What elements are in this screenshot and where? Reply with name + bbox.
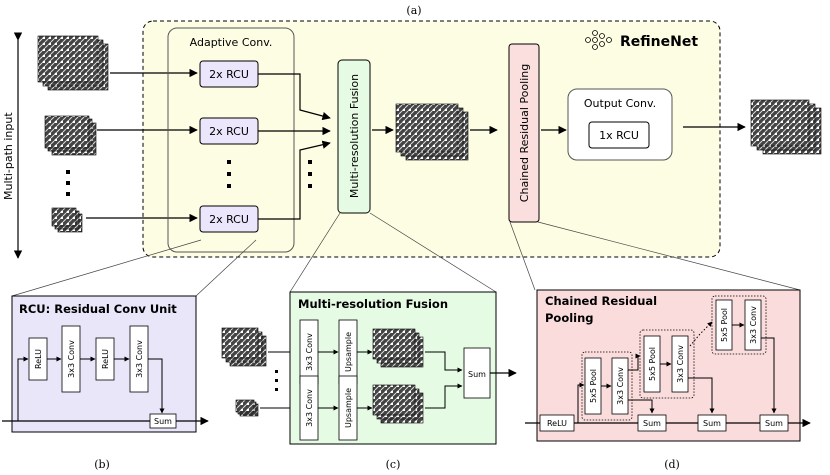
crp-pool-2-label: 5x5 Pool <box>648 347 657 381</box>
mrf-upsample-1-label: Upsample <box>344 332 353 372</box>
crp-sum-2-label: Sum <box>703 419 721 428</box>
rcu-conv-1-label: 3x3 Conv <box>67 340 76 378</box>
rcu-box-1-label: 2x RCU <box>209 68 249 81</box>
adaptive-conv-label: Adaptive Conv. <box>190 36 273 49</box>
crp-pool-1-label: 5x5 Pool <box>589 369 598 403</box>
output-conv-label: Output Conv. <box>584 97 656 110</box>
crp-panel-title-1: Chained Residual <box>545 294 657 308</box>
mrf-label: Multi-resolution Fusion <box>348 74 361 198</box>
rcu-relu-2-label: ReLU <box>101 349 110 369</box>
crp-label: Chained Residual Pooling <box>518 64 531 202</box>
rcu-sum-label: Sum <box>154 417 172 426</box>
label-c: (c) <box>386 458 401 471</box>
input-image-stack-2 <box>44 115 97 156</box>
crp-conv-1-label: 3x3 Conv <box>616 367 625 405</box>
mrf-ellipsis-2 <box>275 370 278 391</box>
crp-conv-3-label: 3x3 Conv <box>749 306 758 344</box>
mrf-box <box>337 59 371 214</box>
crp-conv-3 <box>744 299 762 351</box>
crp-sum-3 <box>759 414 789 432</box>
crp-sum-2 <box>697 414 727 432</box>
crp-dotted-group-1 <box>581 351 633 421</box>
crp-dotted-group-2 <box>639 329 695 399</box>
mrf-ellipsis <box>308 160 312 188</box>
output-image-stack <box>750 99 822 155</box>
label-d: (d) <box>664 458 680 471</box>
rcu1x-box <box>588 121 650 149</box>
label-b: (b) <box>94 458 110 471</box>
ellipsis-dots <box>66 170 70 196</box>
rcu-box-2-label: 2x RCU <box>209 125 249 138</box>
crp-dotted-group-3 <box>711 295 767 355</box>
crp-relu-label: ReLU <box>547 419 567 428</box>
crp-box <box>508 43 540 223</box>
crp-conv-2-label: 3x3 Conv <box>676 345 685 383</box>
mrf-input-stack-1 <box>221 327 267 367</box>
refinenet-logo-icon <box>585 30 612 50</box>
rcu-panel-title: RCU: Residual Conv Unit <box>19 302 177 316</box>
feature-map-stack <box>395 103 469 161</box>
mrf-upsample-2-label: Upsample <box>344 388 353 428</box>
mrf-feature-stack-1 <box>372 328 424 368</box>
input-image-stack-1 <box>37 35 109 91</box>
mrf-input-stack-2 <box>235 399 259 417</box>
crp-sum-1-label: Sum <box>643 419 661 428</box>
rcu-conv-2-label: 3x3 Conv <box>135 340 144 378</box>
label-a: (a) <box>406 4 421 17</box>
mrf-feature-stack-2 <box>372 384 424 424</box>
crp-sum-3-label: Sum <box>765 419 783 428</box>
mrf-panel-title: Multi-resolution Fusion <box>298 297 448 311</box>
input-image-stack-3 <box>51 207 83 233</box>
refinenet-title: RefineNet <box>620 34 698 50</box>
rcu1x-label: 1x RCU <box>599 129 639 142</box>
adaptive-conv-box <box>167 27 295 253</box>
mrf-conv-1-label: 3x3 Conv <box>305 333 314 371</box>
rcu-relu-1-label: ReLU <box>34 349 43 369</box>
mrf-sum-label: Sum <box>468 370 486 379</box>
rcu-box-3-label: 2x RCU <box>209 213 249 226</box>
crp-sum-1 <box>637 414 667 432</box>
crp-conv-2 <box>671 335 689 393</box>
crp-conv-1 <box>611 357 629 415</box>
rcu-ellipsis <box>227 160 231 188</box>
mrf-sum <box>463 347 491 399</box>
crp-panel-title-2: Pooling <box>545 311 594 325</box>
crp-relu <box>539 414 575 432</box>
crp-pool-3-label: 5x5 Pool <box>720 308 729 342</box>
multipath-label: Multi-path input <box>2 112 15 200</box>
mrf-conv-2-label: 3x3 Conv <box>305 389 314 427</box>
